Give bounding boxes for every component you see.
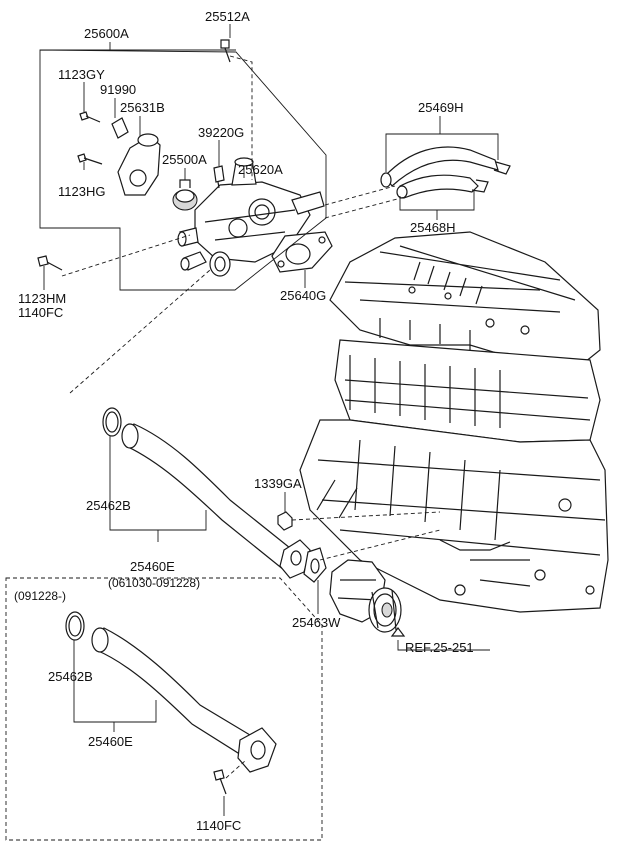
bolt-1123hg	[77, 153, 103, 165]
label-25512a: 25512A	[205, 9, 250, 24]
stud-25512a	[220, 39, 231, 63]
label-25600a: 25600A	[84, 26, 129, 41]
label-25640g: 25640G	[280, 288, 326, 303]
hose-25468h	[396, 174, 489, 199]
thermostat-cover	[117, 133, 161, 196]
water-pump	[329, 559, 402, 633]
bolt-1123gy	[79, 111, 101, 123]
label-1123hg: 1123HG	[58, 184, 105, 199]
label-25631b: 25631B	[120, 100, 165, 115]
label-25462b-box: 25462B	[48, 669, 93, 684]
label-39220g: 39220G	[198, 125, 244, 140]
o-ring-upper	[102, 407, 122, 437]
label-box-date: (091228-)	[14, 589, 66, 603]
label-ref: REF.25-251	[405, 640, 474, 655]
bolt-1123hm	[37, 255, 63, 271]
part-labels: 25512A 25600A 1123GY 91990 25631B 39220G…	[14, 9, 474, 833]
assembly-frame-25600a	[39, 49, 327, 291]
label-91990: 91990	[100, 82, 136, 97]
nut-1339ga	[277, 511, 293, 531]
label-25460e-box: 25460E	[88, 734, 133, 749]
label-25500a: 25500A	[162, 152, 207, 167]
label-1140fc-top: 1140FC	[18, 305, 63, 320]
label-25469h: 25469H	[418, 100, 464, 115]
water-pipe-lower	[91, 627, 277, 773]
label-25462b-top: 25462B	[86, 498, 131, 513]
label-1140fc-box: 1140FC	[196, 818, 241, 833]
leader-lines	[43, 24, 499, 816]
bolt-1140fc-lower	[213, 769, 227, 795]
label-25463w: 25463W	[292, 615, 341, 630]
engine-block	[299, 231, 609, 613]
temperature-sensor	[213, 165, 225, 189]
gasket-91990	[111, 117, 129, 139]
label-25468h: 25468H	[410, 220, 456, 235]
o-ring-lower	[65, 611, 85, 641]
label-25460e-range: (061030-091228)	[108, 576, 200, 590]
alternate-parts-frame	[5, 577, 323, 841]
water-pipe-upper	[121, 423, 311, 579]
thermostat	[172, 179, 198, 211]
label-1123hm: 1123HM	[18, 291, 66, 306]
label-1123gy: 1123GY	[58, 67, 105, 82]
hose-25469h	[380, 146, 511, 188]
pump-gasket	[303, 547, 327, 583]
gasket-25640g	[271, 231, 333, 273]
label-1339ga: 1339GA	[254, 476, 302, 491]
label-25620a: 25620A	[238, 162, 283, 177]
label-25460e-top: 25460E	[130, 559, 175, 574]
